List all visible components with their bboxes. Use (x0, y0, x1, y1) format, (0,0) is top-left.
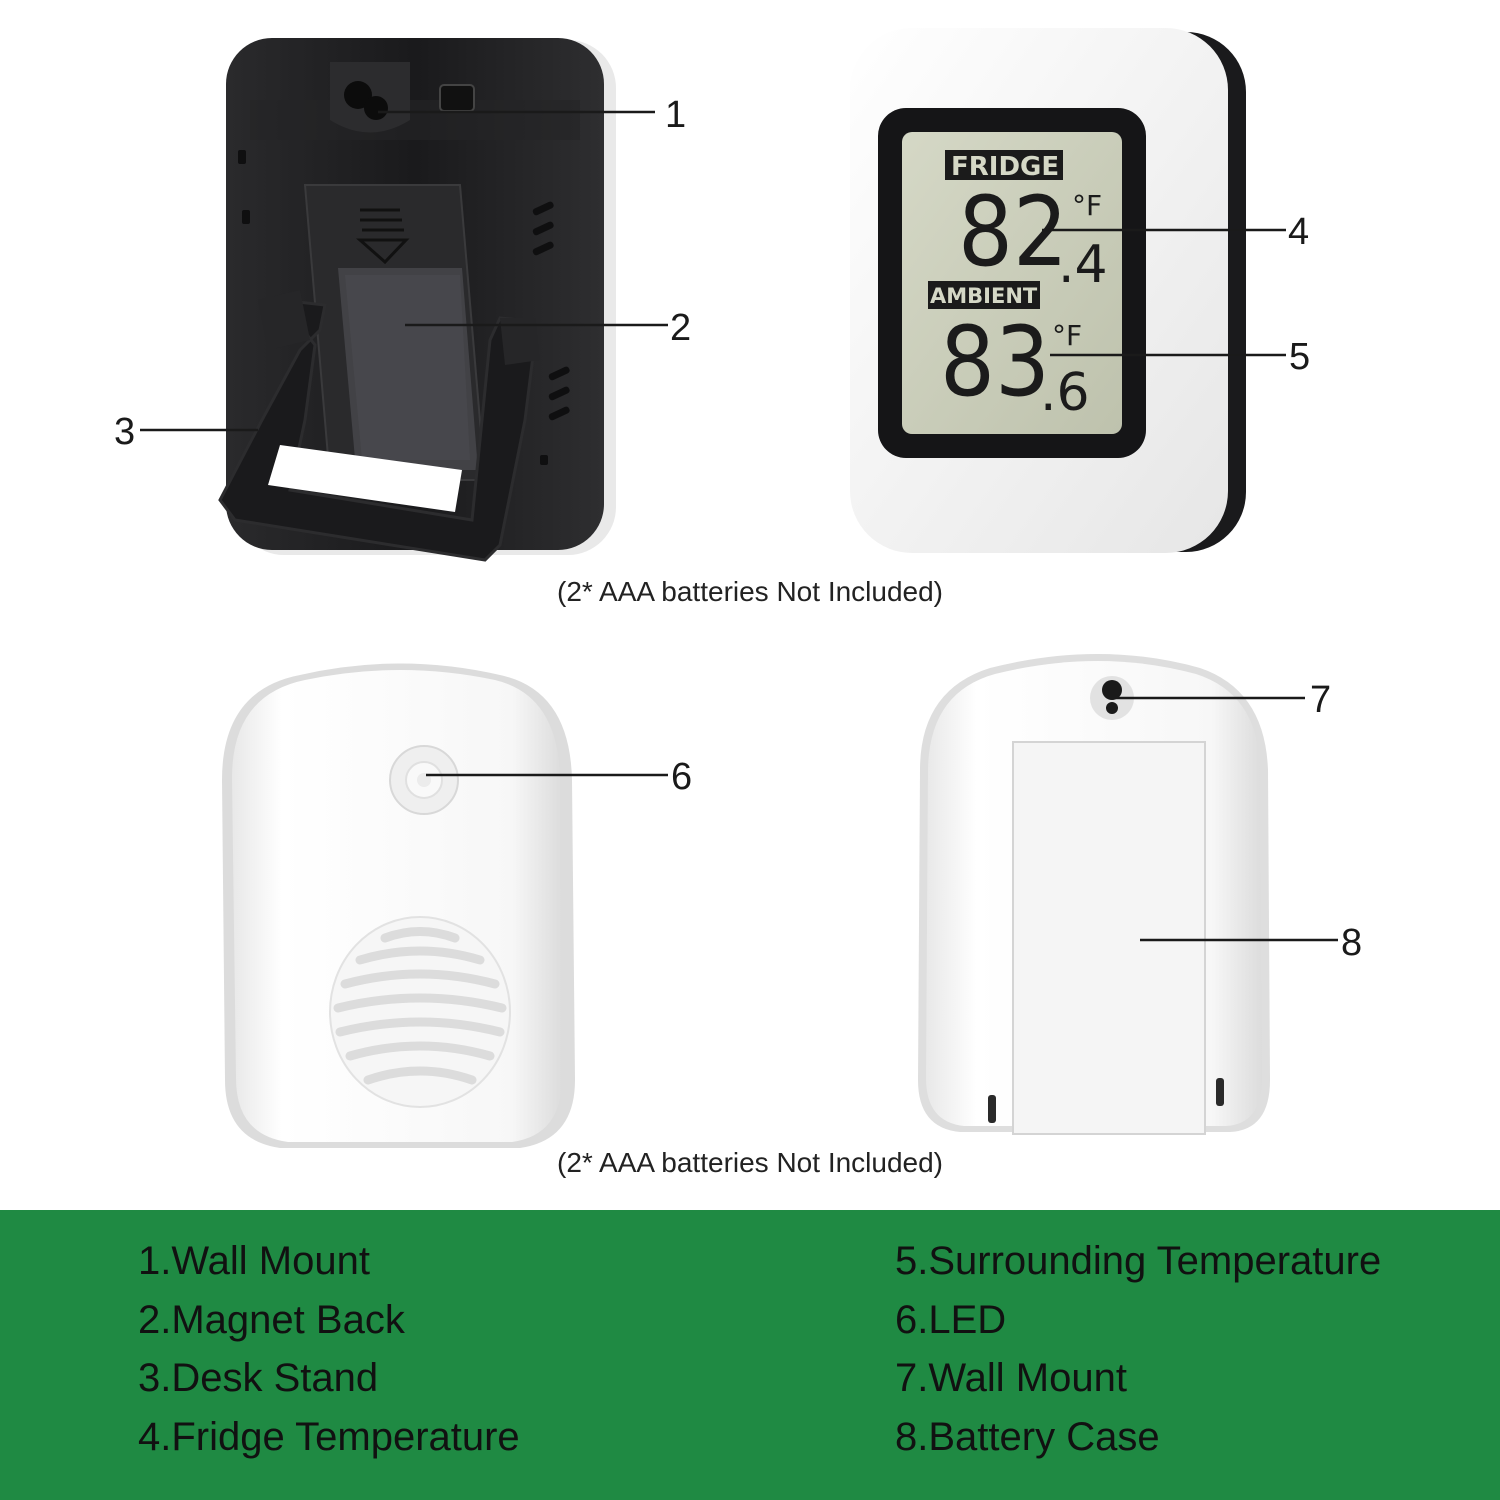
legend-item: 8.Battery Case (895, 1414, 1160, 1459)
fridge-label-bg (945, 150, 1063, 180)
feature-legend: 1.Wall Mount 2.Magnet Back 3.Desk Stand … (0, 1210, 1500, 1500)
callout-1: 1 (665, 94, 687, 136)
speaker-grille (329, 916, 511, 1108)
fridge-unit: °F (1072, 189, 1102, 222)
callout-7: 7 (1310, 679, 1332, 721)
ambient-label: AMBIENT (930, 284, 1038, 308)
ambient-value: 83 (940, 306, 1050, 418)
magnet-back-plate (303, 184, 487, 481)
display-unit-back (218, 38, 616, 562)
switch-icon (439, 84, 475, 112)
sensor-unit-back (918, 654, 1270, 1135)
legend-item: 3.Desk Stand (138, 1356, 379, 1400)
ambient-label-bg (928, 281, 1040, 309)
callout-2: 2 (670, 307, 692, 349)
ambient-unit: °F (1052, 319, 1082, 352)
legend-item: 2.Magnet Back (138, 1297, 405, 1342)
product-photo-stage: FRIDGE 82 .4 °F AMBIENT 83 .6 °F (114, 28, 1363, 1178)
callout-6: 6 (671, 756, 693, 798)
battery-note-bottom: (2* AAA batteries Not Included) (557, 1147, 943, 1178)
arrow-down-icon (356, 208, 410, 265)
wall-mount-keyhole-icon (330, 62, 410, 133)
fridge-decimal: .4 (1058, 235, 1108, 295)
legend-item: 4.Fridge Temperature (138, 1414, 520, 1459)
sensor-unit-front (222, 663, 575, 1148)
led-indicator (389, 745, 459, 815)
vent-slots (238, 150, 570, 465)
battery-note-top: (2* AAA batteries Not Included) (557, 576, 943, 607)
legend-column-left: 1.Wall Mount 2.Magnet Back 3.Desk Stand … (138, 1232, 520, 1466)
legend-item: 7.Wall Mount (895, 1356, 1127, 1400)
legend-item: 1.Wall Mount (138, 1239, 370, 1283)
fridge-label: FRIDGE (951, 152, 1059, 182)
desk-stand (218, 290, 540, 562)
callout-4: 4 (1288, 211, 1310, 253)
callout-lines (140, 110, 1338, 942)
wall-mount-keyhole-icon (1090, 676, 1134, 720)
fridge-value: 82 (958, 176, 1068, 288)
legend-column-right: 5.Surrounding Temperature 6.LED 7.Wall M… (895, 1232, 1381, 1466)
callout-8: 8 (1341, 922, 1363, 964)
callout-5: 5 (1289, 336, 1311, 378)
battery-case-cover (1012, 741, 1206, 1135)
callout-3: 3 (114, 411, 136, 453)
display-unit-front: FRIDGE 82 .4 °F AMBIENT 83 .6 °F (850, 28, 1246, 553)
legend-item: 5.Surrounding Temperature (895, 1239, 1382, 1283)
product-illustration: FRIDGE 82 .4 °F AMBIENT 83 .6 °F (140, 28, 1338, 1148)
legend-item: 6.LED (895, 1297, 1007, 1342)
ambient-decimal: .6 (1040, 363, 1090, 423)
